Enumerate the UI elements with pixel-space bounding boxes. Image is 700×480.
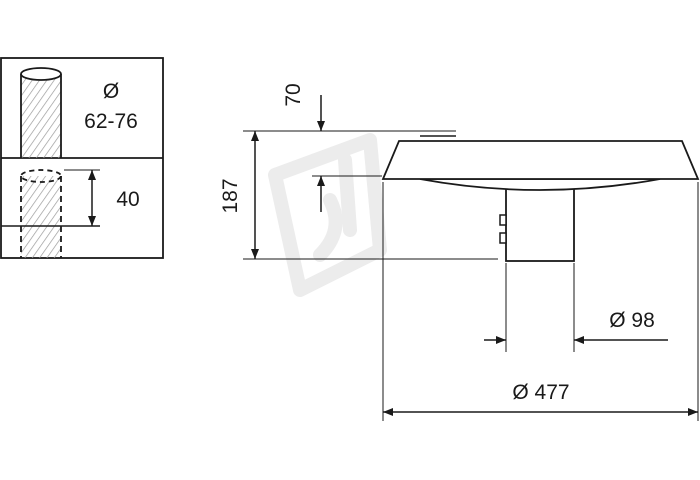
luminaire-spigot [505,185,575,262]
insertion-depth-label: 40 [116,188,139,211]
pole-diameter-range-label: 62-76 [84,110,138,133]
pole-insertion-drawing [1,169,100,258]
watermark-logo [268,133,387,297]
overall-diameter-label: Ø 477 [512,381,569,404]
luminaire-lens [419,178,661,191]
height-total-label: 187 [219,178,242,213]
pole-top-drawing [20,67,62,158]
spigot-screw-lower [499,232,507,244]
spigot-diameter-label: Ø 98 [609,309,655,332]
luminaire-housing [381,140,700,180]
diameter-symbol-label: Ø [103,80,119,103]
luminaire-drawing: 70 187 Ø 98 Ø 477 [219,83,700,421]
spigot-screw-upper [499,214,507,226]
pole-detail-panel: Ø 62-76 40 [0,57,164,259]
height-top-label: 70 [282,83,305,106]
